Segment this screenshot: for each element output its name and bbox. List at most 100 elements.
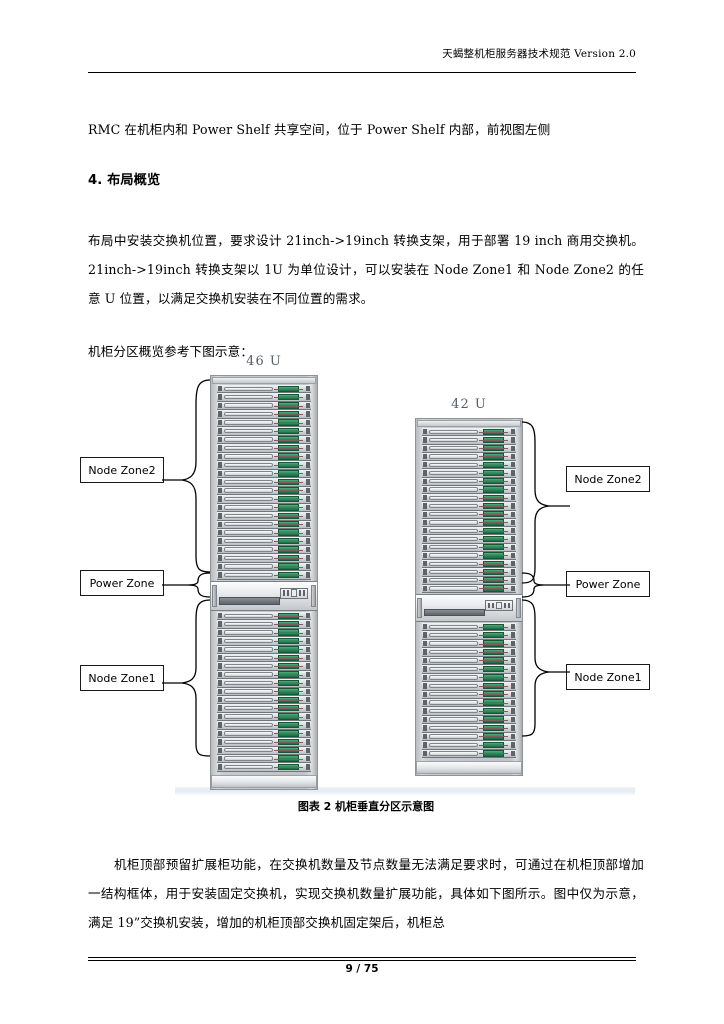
rack-rail-left — [218, 671, 222, 678]
server-faceplate — [429, 437, 478, 442]
paragraph-top-expansion: 机柜顶部预留扩展柜功能，在交换机数量及节点数量无法满足要求时，可通过在机柜顶部增… — [88, 857, 644, 930]
rack-rail-left — [218, 747, 222, 753]
server-faceplate — [429, 512, 478, 517]
callout-label: Node Zone1 — [88, 671, 156, 685]
rack-rail-right — [306, 688, 310, 695]
rack-rail-left — [218, 411, 222, 417]
server-faceplate — [429, 561, 478, 566]
server-faceplate — [224, 462, 273, 468]
server-faceplate — [224, 555, 273, 561]
server-faceplate — [429, 553, 478, 558]
rack-rail-right — [306, 402, 310, 409]
server-faceplate — [429, 632, 478, 638]
rack-rail-left — [423, 640, 427, 647]
server-faceplate — [224, 564, 273, 569]
node-module-icon — [274, 713, 303, 720]
rack-u-slot — [217, 628, 311, 638]
node-module-icon — [274, 427, 303, 435]
rack-rail-right — [306, 671, 310, 678]
callout-label: Node Zone1 — [574, 670, 642, 684]
node-module-icon — [479, 741, 508, 749]
node-module-icon — [479, 657, 508, 664]
rack-u-slot — [422, 682, 516, 691]
callout-right-node-zone1: Node Zone1 — [566, 664, 650, 690]
rack-rail-right — [511, 699, 515, 706]
rack-u-slot — [422, 724, 516, 733]
panel-bar-icon — [504, 602, 507, 609]
node-module-icon — [479, 478, 508, 485]
rack-rail-left — [218, 394, 222, 400]
power-shelf-control-panel — [280, 587, 308, 600]
rack-rail-left — [423, 632, 427, 638]
node-module-icon — [479, 699, 508, 706]
rack-rail-right — [306, 555, 310, 561]
node-module-icon — [479, 585, 508, 592]
rack-u-slot — [217, 654, 311, 663]
rack-rail-left — [423, 462, 427, 468]
rack-rail-right — [511, 632, 515, 638]
rack-rail-right — [511, 503, 515, 509]
section-heading: 4. 布局概览 — [88, 173, 161, 188]
node-module-icon — [274, 385, 303, 392]
rack-u-slot — [217, 486, 311, 496]
rack-rail-right — [306, 470, 310, 477]
rack-rail-left — [218, 663, 222, 669]
rack-u-slot — [422, 502, 516, 511]
node-module-icon — [479, 502, 508, 509]
rack-rail-right — [306, 521, 310, 527]
node-module-icon — [479, 733, 508, 740]
node-module-icon — [479, 445, 508, 452]
rack-rail-right — [306, 513, 310, 519]
node-module-icon — [274, 537, 303, 545]
rack-u-slot — [217, 763, 311, 772]
rack-rail-left — [218, 445, 222, 451]
rack-u-slot — [217, 469, 311, 479]
server-faceplate — [429, 586, 478, 591]
rack-rail-left — [423, 519, 427, 525]
node-module-icon — [274, 444, 303, 452]
rack-rail-left — [423, 657, 427, 664]
node-module-icon — [274, 521, 303, 528]
rack-u-slot — [217, 545, 311, 555]
node-module-icon — [479, 674, 508, 681]
power-shelf-left-edge — [417, 597, 422, 619]
rack-u-slot — [217, 401, 311, 411]
rack-rail-left — [423, 503, 427, 509]
rack-rail-left — [423, 750, 427, 756]
rack-rail-left — [423, 733, 427, 740]
power-shelf-right-edge — [311, 584, 316, 608]
node-module-icon — [274, 563, 303, 570]
footer-divider-bottom — [88, 960, 636, 961]
rack-rail-left — [218, 538, 222, 544]
node-module-icon — [274, 419, 303, 426]
server-faceplate — [224, 663, 273, 669]
server-faceplate — [224, 630, 273, 635]
rack-rail-right — [511, 511, 515, 517]
power-shelf-handle — [424, 609, 486, 617]
server-faceplate — [429, 578, 478, 583]
page-number: 9 / 75 — [345, 963, 379, 975]
rack-u-slot — [217, 528, 311, 538]
rack-rail-left — [218, 730, 222, 737]
rack-rail-left — [218, 504, 222, 511]
rack-left-height-label: 46 U — [246, 354, 282, 369]
server-faceplate — [429, 751, 478, 756]
rack-rail-left — [218, 546, 222, 553]
server-faceplate — [224, 394, 273, 400]
rack-rail-left — [218, 722, 222, 728]
rack-rail-left — [423, 544, 427, 550]
rack-right-node-zone1-bay — [422, 623, 516, 758]
server-faceplate — [224, 722, 273, 728]
rack-u-slot — [217, 554, 311, 563]
server-faceplate — [224, 638, 273, 644]
rack-rail-left — [218, 402, 222, 409]
rack-rail-left — [218, 739, 222, 745]
rack-u-slot — [217, 512, 311, 521]
rack-u-slot — [422, 584, 516, 593]
rack-u-slot — [217, 393, 311, 402]
rack-u-slot — [422, 732, 516, 742]
rack-rail-right — [306, 572, 310, 578]
rack-rail-left — [218, 386, 222, 392]
node-module-icon — [274, 646, 303, 653]
rack-rail-right — [306, 487, 310, 494]
